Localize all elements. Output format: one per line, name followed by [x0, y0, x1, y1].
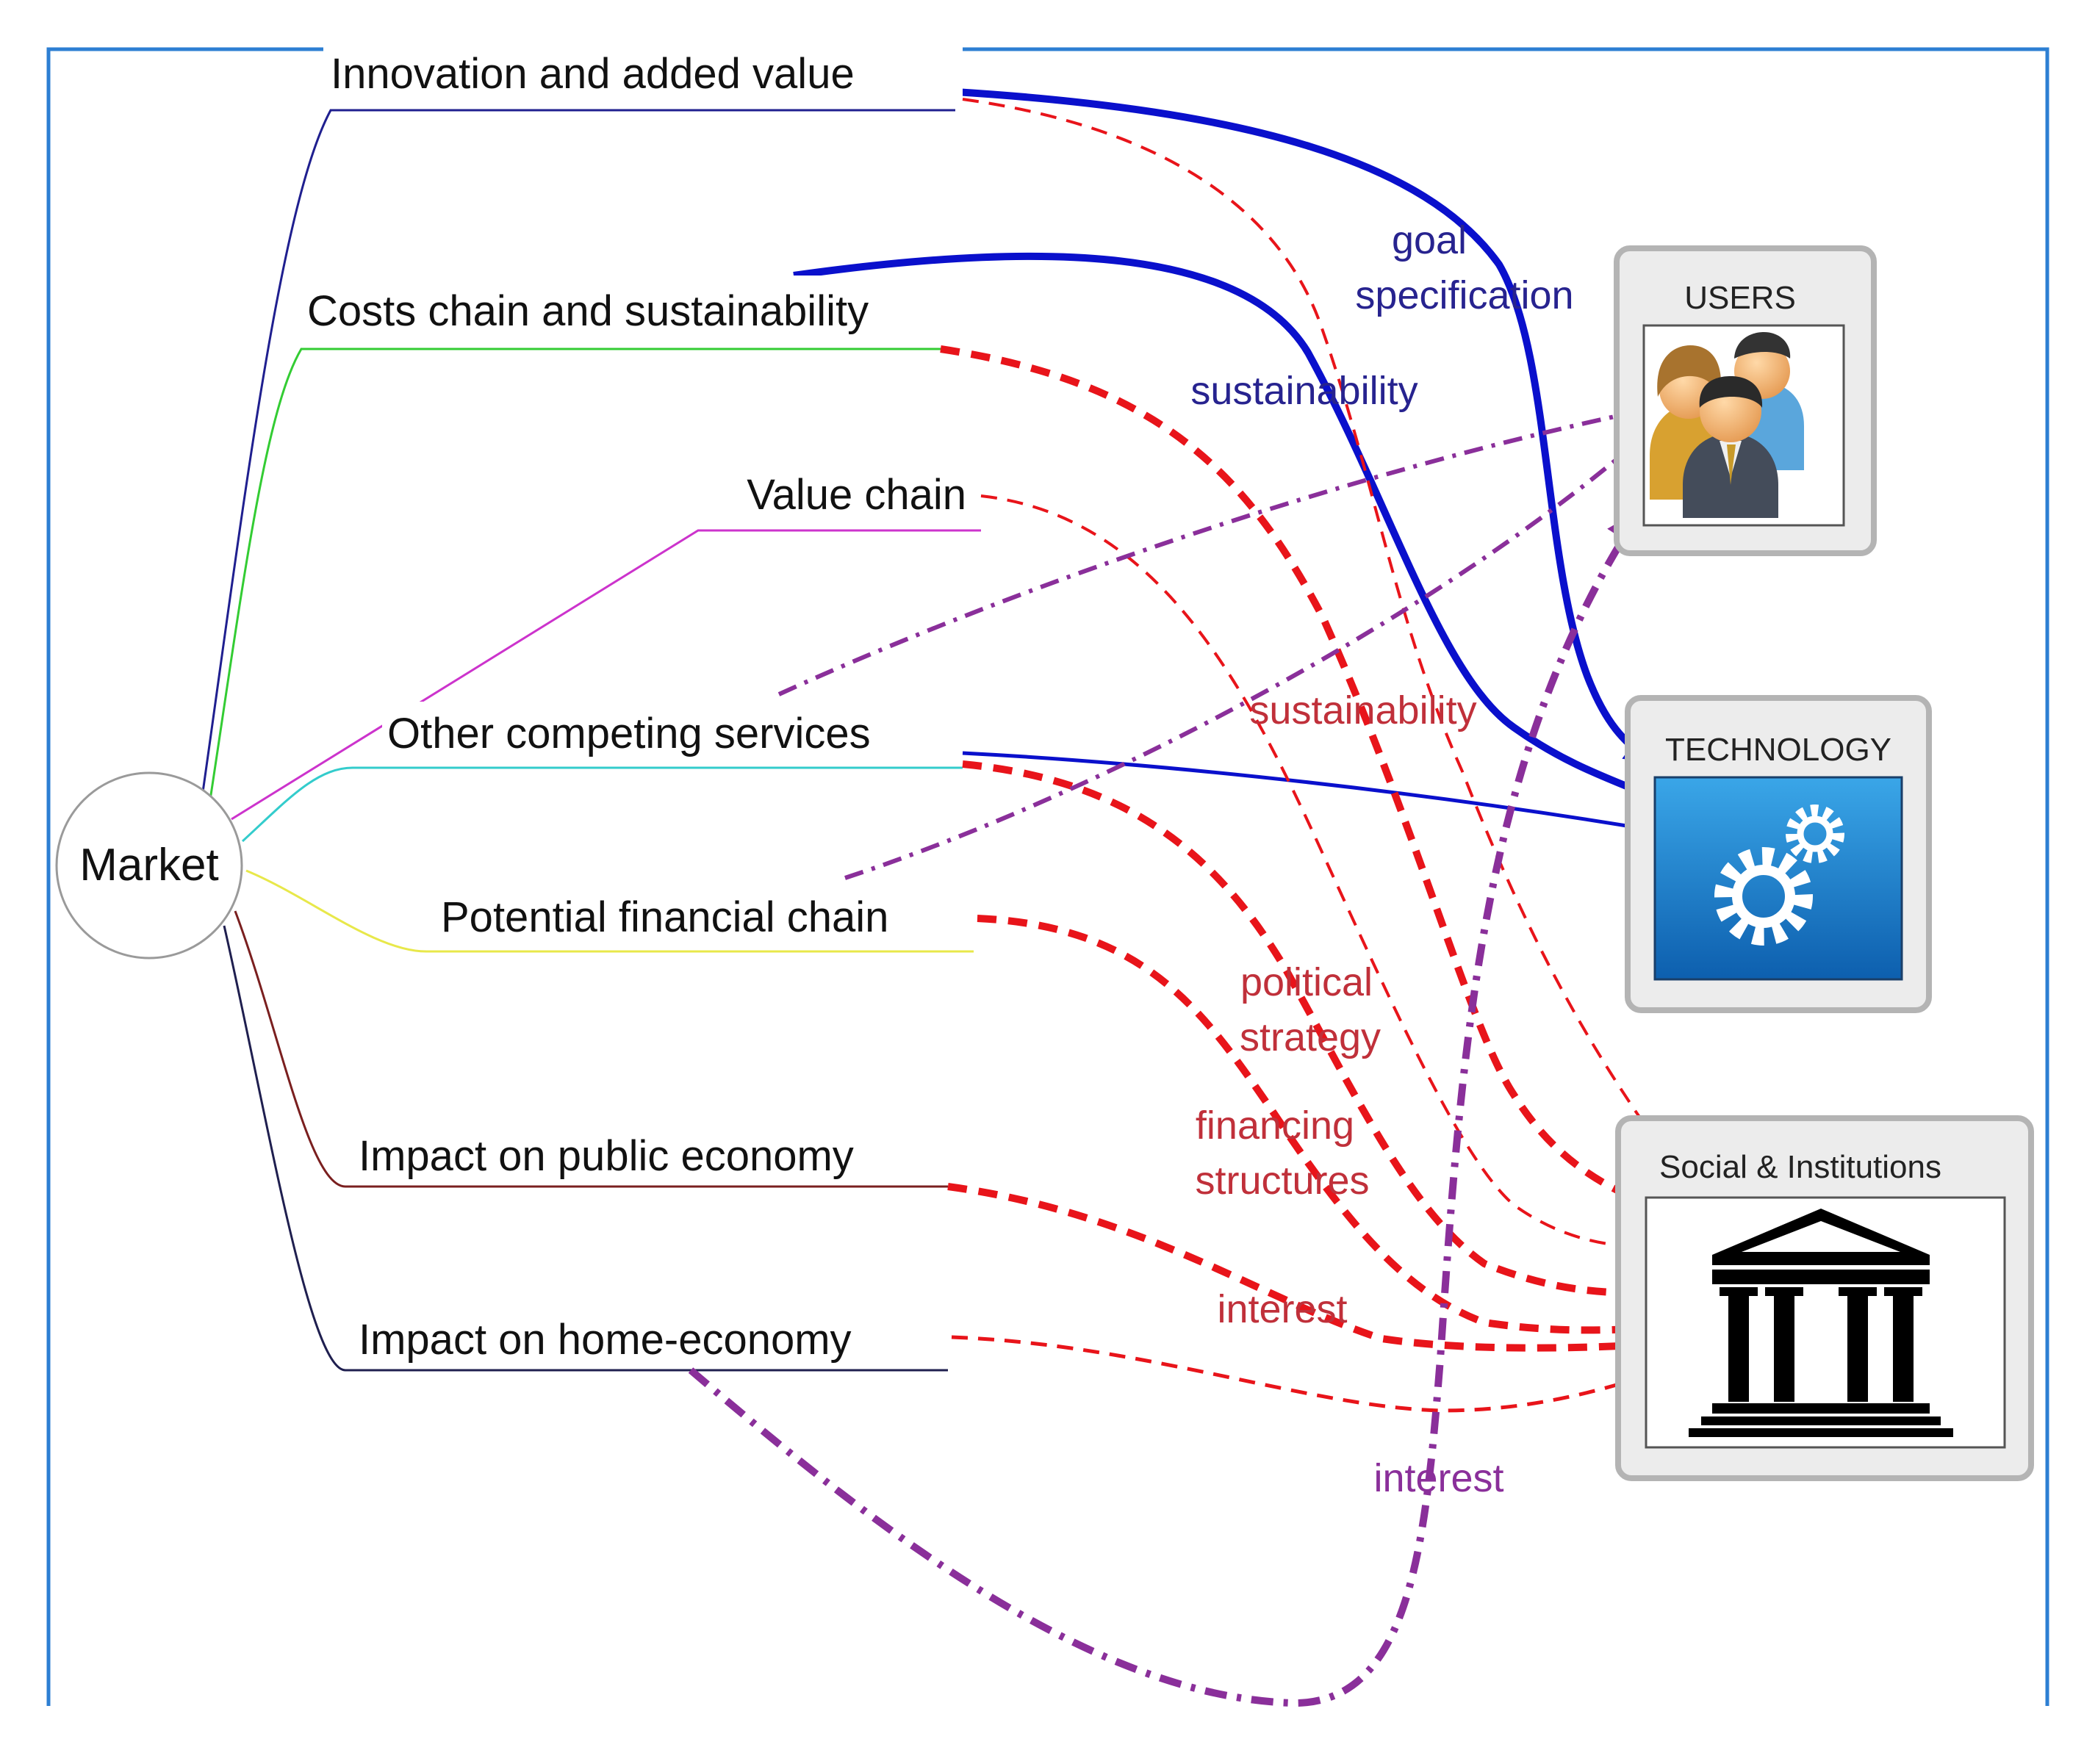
relation-innovation-social: [962, 98, 1659, 1145]
users-icon: [1650, 332, 1804, 518]
social-box-title: Social & Institutions: [1659, 1149, 1941, 1185]
relation-label-financing: financing: [1196, 1104, 1354, 1148]
branch-labels: Innovation and added value Costs chain a…: [301, 40, 977, 1367]
purple-relations: [688, 404, 1643, 1707]
relation-label-political: political: [1240, 960, 1373, 1004]
branch-label-public-economy: Impact on public economy: [359, 1132, 854, 1180]
branch-label-other-competing: Other competing services: [387, 710, 871, 757]
branch-connector-home-economy: [223, 925, 948, 1372]
relation-label-sustainability-red: sustainability: [1249, 688, 1476, 732]
market-node-label: Market: [79, 840, 218, 890]
relation-label-sustainability-blue: sustainability: [1190, 369, 1418, 413]
branch-label-financial: Potential financial chain: [441, 893, 888, 941]
branch-label-costs: Costs chain and sustainability: [307, 287, 869, 335]
branch-label-innovation: Innovation and added value: [331, 50, 855, 98]
red-relations: [940, 98, 1661, 1413]
relation-label-interest-red: interest: [1217, 1287, 1347, 1331]
relation-competing-social: [962, 760, 1661, 1311]
gears-icon: [1714, 804, 1844, 946]
branch-connector-financial: [245, 869, 974, 953]
relation-public-economy-social: [947, 1183, 1661, 1364]
relation-financial-users: [844, 438, 1642, 880]
social-institutions-box: Social & Institutions: [1615, 1115, 2034, 1481]
technology-box: TECHNOLOGY: [1625, 695, 1932, 1013]
relation-competing-technology: [962, 751, 1656, 836]
market-node-circle: [55, 771, 243, 960]
branch-label-home-economy: Impact on home-economy: [359, 1316, 852, 1364]
branch-connector-other-competing: [241, 766, 963, 843]
relation-value-chain-social: [980, 494, 1656, 1256]
branch-connector-costs: [208, 348, 955, 805]
relation-label-structures: structures: [1195, 1159, 1369, 1203]
technology-box-title: TECHNOLOGY: [1665, 732, 1891, 768]
branch-connector-public-economy: [234, 910, 948, 1188]
relation-label-specification: specification: [1355, 273, 1573, 317]
relation-labels: goal specification sustainability sustai…: [1190, 218, 1573, 1500]
relation-competing-users: [777, 404, 1643, 696]
relation-financial-social: [977, 915, 1661, 1348]
diagram-frame: [46, 47, 2049, 1706]
relation-home-economy-users: [688, 508, 1643, 1707]
relation-label-interest-purple: interest: [1373, 1456, 1503, 1500]
users-box: USERS: [1614, 245, 1877, 556]
relation-sustainability-blue: [793, 252, 1659, 802]
branch-label-value-chain: Value chain: [747, 471, 966, 519]
relation-goal-specification: [955, 88, 1655, 764]
market-node: Market: [55, 771, 243, 960]
institution-building-icon: [1689, 1209, 1953, 1437]
relation-label-goal: goal: [1392, 218, 1467, 262]
relation-costs-social: [940, 345, 1657, 1212]
users-box-title: USERS: [1684, 280, 1796, 316]
relation-label-strategy: strategy: [1240, 1015, 1381, 1059]
blue-relations: [793, 88, 1659, 836]
branch-connector-value-chain: [231, 529, 981, 821]
branch-connector-innovation: [201, 109, 955, 798]
